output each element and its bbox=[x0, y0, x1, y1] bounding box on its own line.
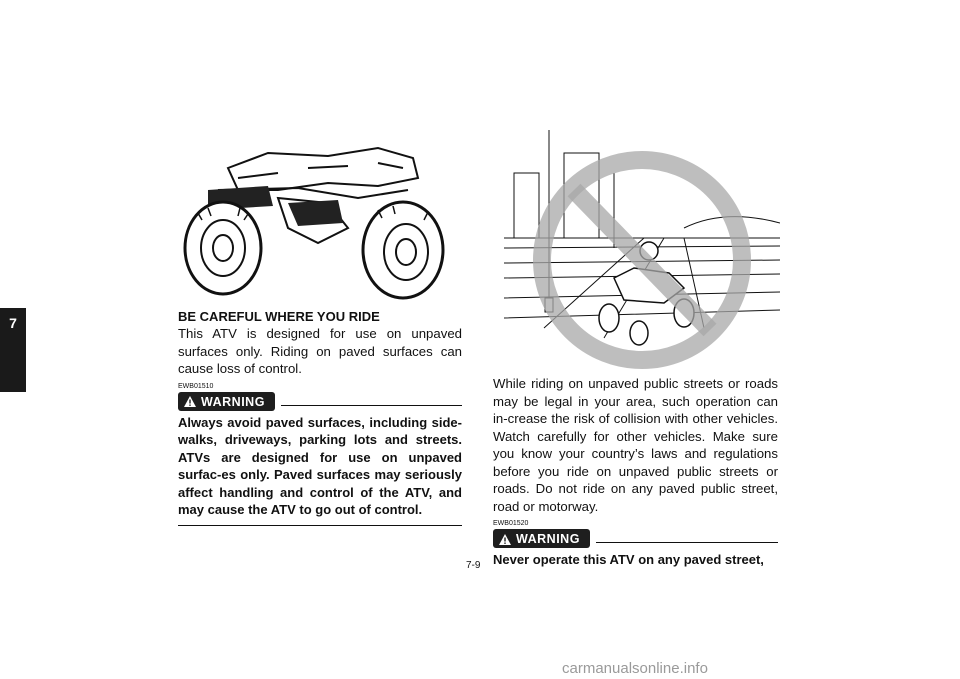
warning-code: EWB01510 bbox=[178, 382, 214, 390]
section-heading: BE CAREFUL WHERE YOU RIDE bbox=[178, 309, 380, 324]
warning-header: WARNING bbox=[178, 391, 462, 411]
body-paragraph: While riding on unpaved public streets o… bbox=[493, 376, 778, 514]
watermark[interactable]: carmanualsonline.info bbox=[562, 660, 708, 677]
chapter-number: 7 bbox=[9, 315, 17, 331]
warning-label: WARNING bbox=[516, 532, 580, 546]
page-number: 7-9 bbox=[466, 560, 481, 571]
body-paragraph: This ATV is designed for use on unpaved … bbox=[178, 326, 462, 376]
warning-rule bbox=[595, 542, 778, 543]
warning-end-rule bbox=[178, 524, 462, 526]
warning-triangle-icon bbox=[184, 396, 196, 407]
warning-badge: WARNING bbox=[178, 391, 275, 411]
warning-code: EWB01520 bbox=[493, 520, 529, 527]
atv-illustration bbox=[183, 146, 445, 300]
warning-triangle-icon bbox=[499, 533, 511, 545]
warning-rule bbox=[280, 404, 462, 406]
chapter-tab: 7 bbox=[0, 308, 26, 392]
warning-text: Always avoid paved surfaces, including s… bbox=[178, 414, 462, 518]
warning-text: Never operate this ATV on any paved stre… bbox=[493, 552, 764, 567]
left-column: BE CAREFUL WHERE YOU RIDE This ATV is de… bbox=[178, 309, 462, 526]
no-paved-road-illustration bbox=[504, 130, 780, 369]
right-column: While riding on unpaved public streets o… bbox=[493, 375, 778, 569]
warning-label: WARNING bbox=[201, 394, 265, 409]
warning-header: WARNING bbox=[493, 529, 778, 548]
warning-badge: WARNING bbox=[493, 529, 590, 548]
